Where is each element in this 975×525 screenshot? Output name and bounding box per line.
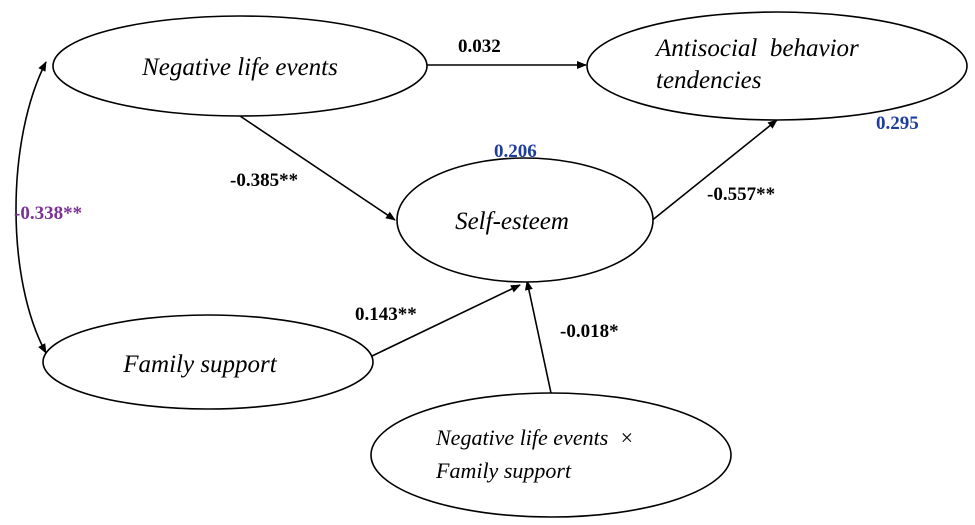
node-family-support-label: Family support — [122, 351, 278, 378]
coef-interaction-to-self-esteem: -0.018* — [560, 321, 619, 342]
node-interaction-term: Negative life events × Family support — [370, 392, 732, 518]
r-squared-self-esteem: 0.206 — [494, 141, 537, 162]
coef-family-to-self-esteem: 0.143** — [355, 304, 417, 325]
coef-self-esteem-to-antisocial: -0.557** — [707, 184, 775, 205]
coef-nle-to-antisocial: 0.032 — [458, 36, 501, 57]
edge-family-to-self-esteem — [371, 284, 521, 357]
node-interaction-label-line1: Negative life events × — [435, 425, 634, 450]
node-antisocial-label-line1: Antisocial behavior — [654, 35, 859, 62]
r-squared-antisocial: 0.295 — [876, 113, 919, 134]
edge-interaction-to-self-esteem — [524, 280, 552, 394]
coef-nle-to-self-esteem: -0.385** — [230, 170, 298, 191]
edge-nle-to-self-esteem — [239, 115, 396, 221]
node-antisocial-behavior: Antisocial behavior tendencies — [586, 11, 968, 121]
edge-nle-family-correlation — [15, 61, 47, 354]
node-antisocial-label-line2: tendencies — [656, 67, 762, 94]
node-self-esteem-label: Self-esteem — [455, 208, 569, 235]
node-interaction-label-line2: Family support — [435, 458, 572, 483]
node-negative-life-events-label: Negative life events — [141, 54, 338, 81]
node-family-support: Family support — [42, 314, 374, 410]
edge-self-esteem-to-antisocial — [649, 119, 778, 223]
coef-nle-family-correlation: -0.338** — [14, 203, 82, 224]
node-negative-life-events: Negative life events — [52, 15, 428, 117]
node-self-esteem: Self-esteem — [396, 157, 654, 283]
